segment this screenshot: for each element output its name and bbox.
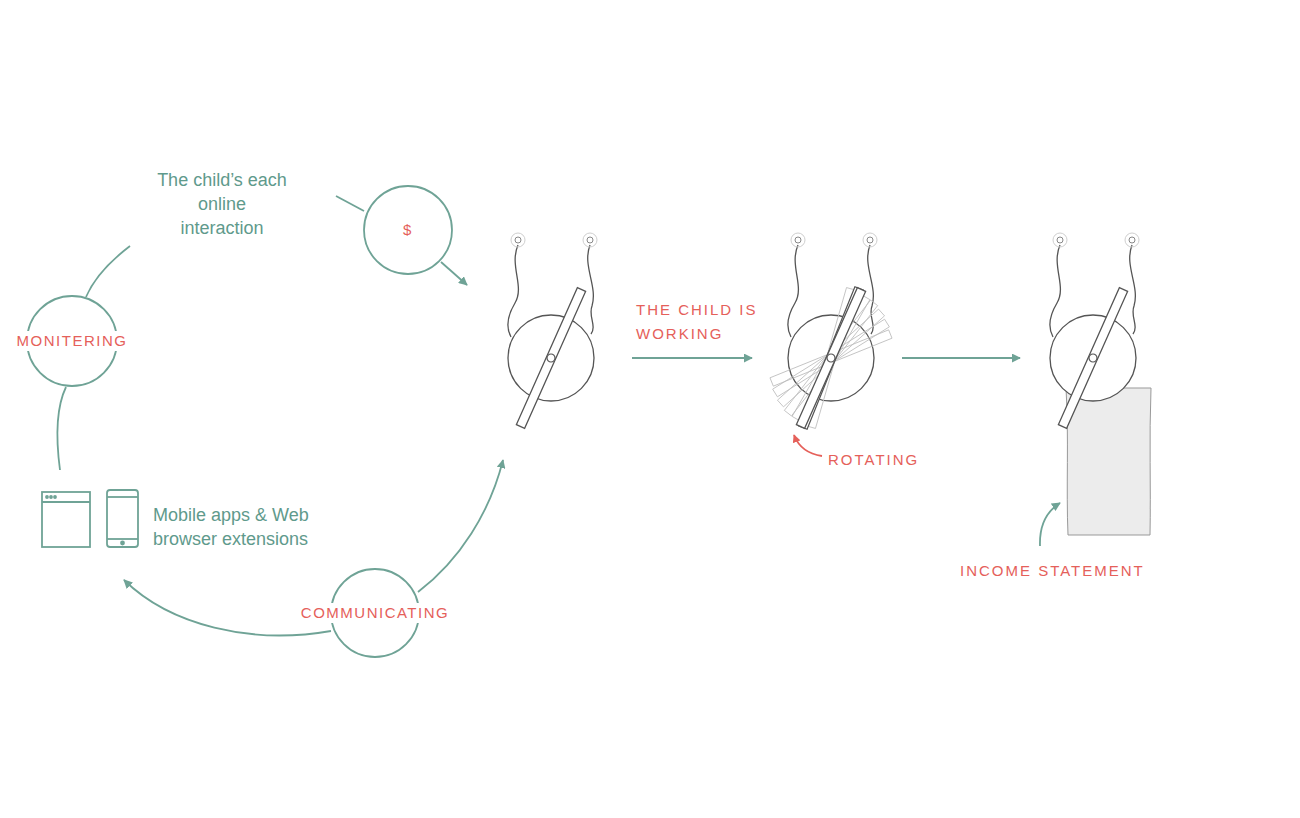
- circle-node: MONITERING: [26, 295, 118, 387]
- machine-printing: [1050, 233, 1151, 535]
- machine: [508, 233, 597, 428]
- cycle-lines: [57, 196, 1060, 635]
- machine-rotating: [770, 233, 892, 429]
- circle-node: $: [363, 185, 453, 275]
- description-label: Mobile apps & Web browser extensions: [153, 503, 358, 551]
- circle-node: COMMUNICATING: [330, 568, 420, 658]
- node-label: $: [399, 220, 417, 240]
- annotation-label: ROTATING: [826, 448, 921, 472]
- description-label: The child’s each online interaction: [157, 168, 287, 240]
- annotation-label: THE CHILD IS WORKING: [634, 298, 762, 346]
- device-icons: [42, 490, 138, 547]
- node-label: COMMUNICATING: [297, 603, 453, 623]
- annotation-label: INCOME STATEMENT: [958, 559, 1147, 583]
- rotating-arrow: [794, 435, 822, 456]
- node-label: MONITERING: [13, 331, 132, 351]
